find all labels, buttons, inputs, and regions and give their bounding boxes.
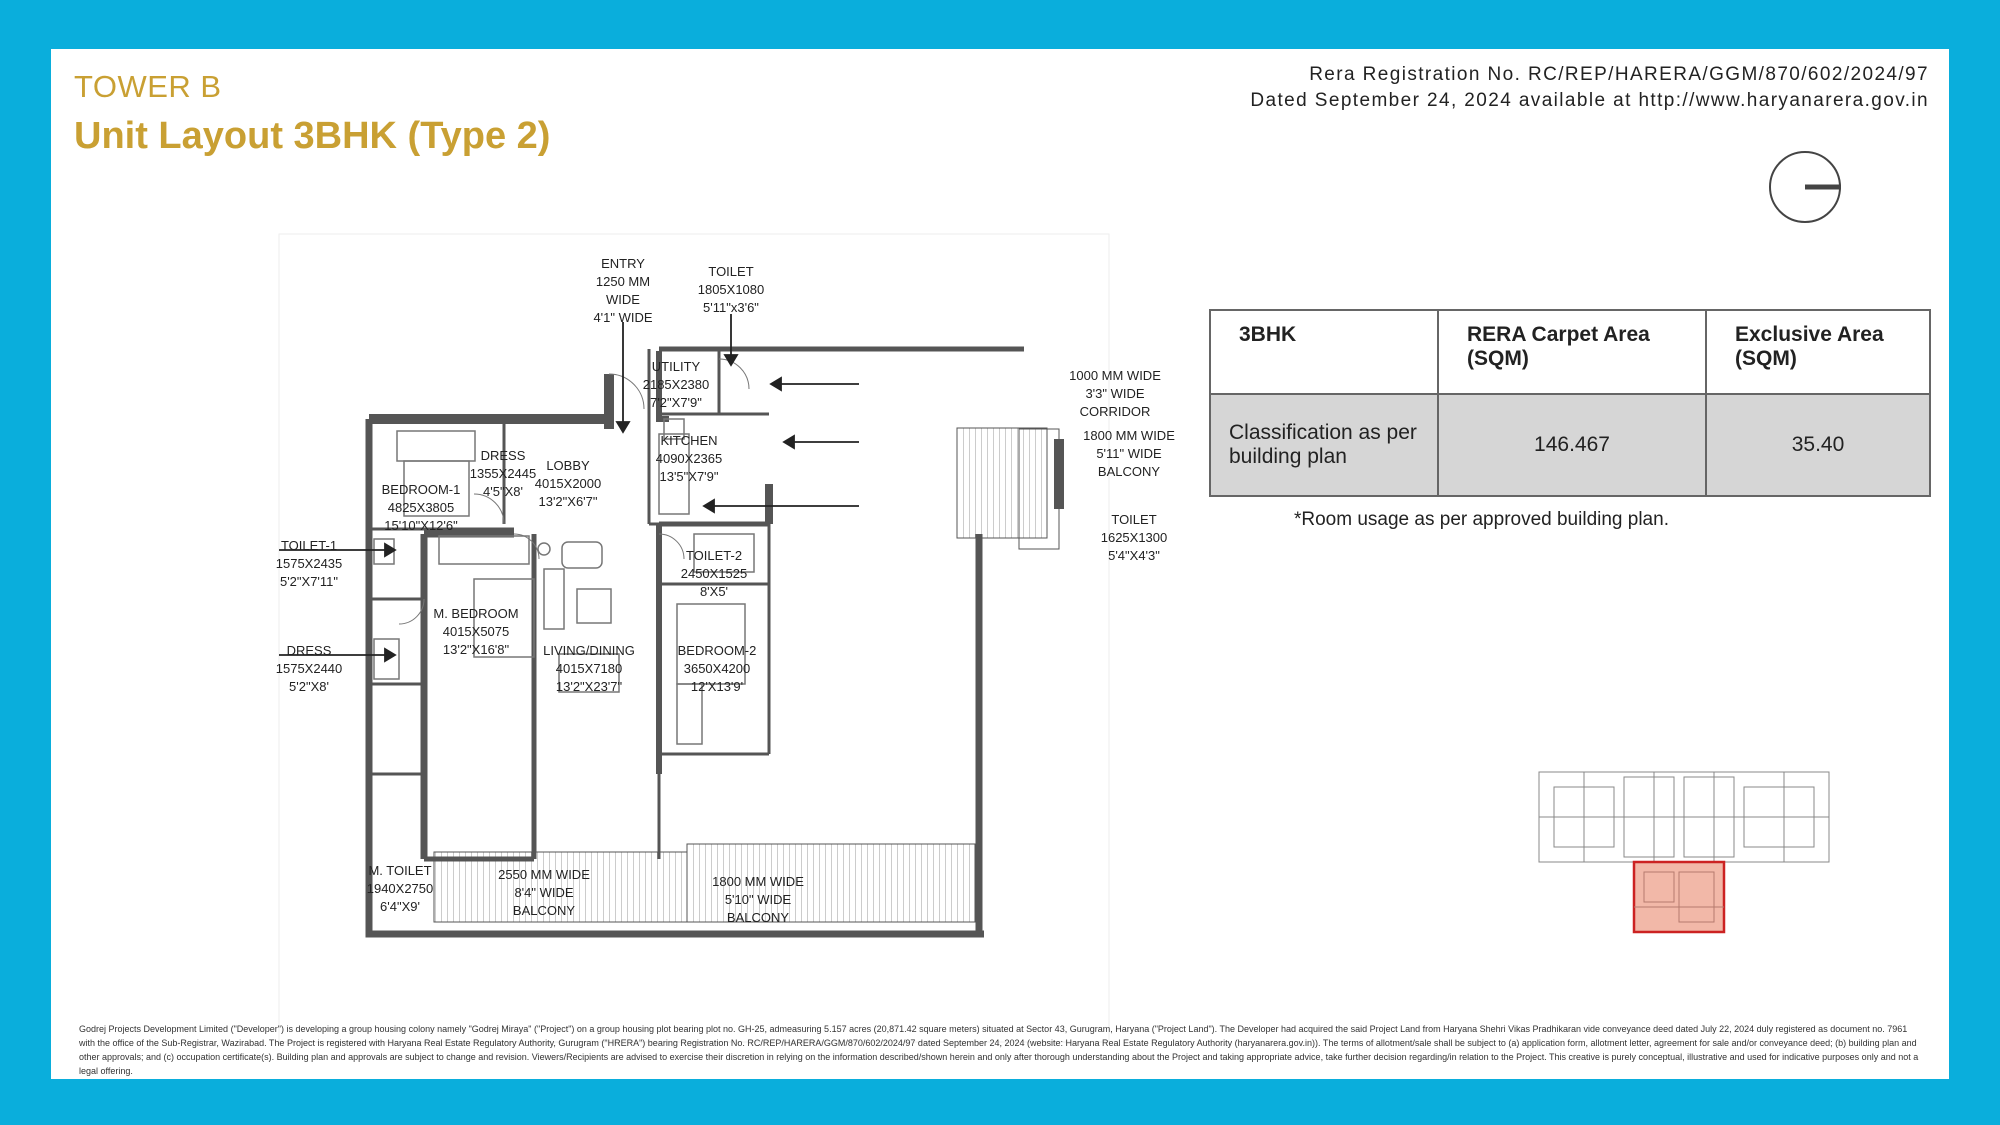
table-cell-carpet-area: 146.467: [1437, 393, 1707, 497]
page-title: Unit Layout 3BHK (Type 2): [74, 115, 551, 157]
table-cell-exclusive-area: 35.40: [1705, 393, 1931, 497]
legal-disclaimer: Godrej Projects Development Limited ("De…: [79, 1024, 1919, 1076]
balcony-bottom-area: [686, 843, 976, 923]
table-row: Classification as per building plan 146.…: [1209, 393, 1931, 497]
balcony-main-area: [433, 851, 688, 923]
compass-icon: [1769, 151, 1841, 223]
rera-line-2: Dated September 24, 2024 available at ht…: [1250, 90, 1929, 111]
layout-card: TOWER B Unit Layout 3BHK (Type 2) Rera R…: [51, 49, 1949, 1079]
table-header-exclusive: Exclusive Area (SQM): [1705, 309, 1931, 395]
table-cell-classification: Classification as per building plan: [1209, 393, 1439, 497]
rera-registration: Rera Registration No. RC/REP/HARERA/GGM/…: [1250, 62, 1929, 114]
corridor-area: [956, 427, 1048, 539]
room-usage-note: *Room usage as per approved building pla…: [1294, 509, 1669, 530]
table-header-3bhk: 3BHK: [1209, 309, 1439, 395]
rera-line-1: Rera Registration No. RC/REP/HARERA/GGM/…: [1309, 64, 1929, 85]
tower-label: TOWER B: [74, 69, 222, 104]
area-table: 3BHK RERA Carpet Area (SQM) Exclusive Ar…: [1209, 309, 1931, 497]
key-plan-icon: [1538, 771, 1830, 934]
table-header-carpet: RERA Carpet Area (SQM): [1437, 309, 1707, 395]
